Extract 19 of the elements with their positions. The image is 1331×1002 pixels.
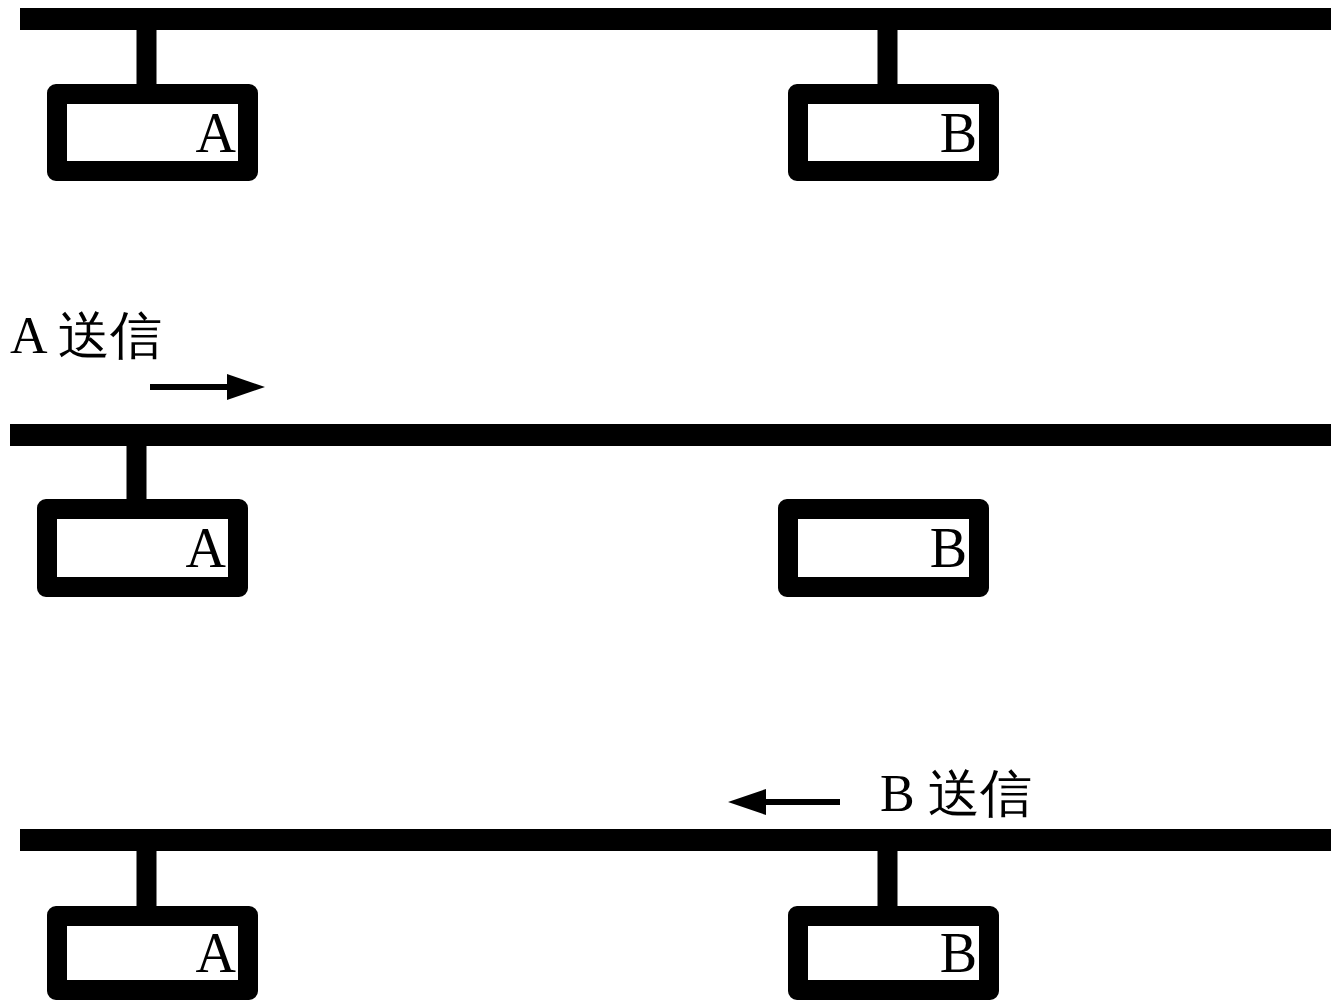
connector-stub: [136, 851, 157, 906]
station-label: A: [195, 925, 236, 981]
connector-stub: [877, 851, 898, 906]
station-label: A: [195, 104, 236, 161]
station-box: [47, 84, 258, 181]
connector-stub: [126, 446, 147, 499]
station-box: [788, 84, 999, 181]
transmit-label: B 送信: [880, 768, 1032, 820]
station-label: B: [939, 925, 977, 981]
station-box: [47, 906, 258, 1000]
station-label: B: [929, 520, 967, 576]
station-box: [788, 906, 999, 1000]
transmit-label: A 送信: [10, 310, 162, 362]
connector-stub: [136, 30, 157, 84]
station-box: [778, 499, 989, 597]
station-box: [37, 499, 248, 597]
connector-stub: [877, 30, 898, 84]
station-label: A: [185, 520, 226, 576]
station-label: B: [939, 104, 977, 161]
